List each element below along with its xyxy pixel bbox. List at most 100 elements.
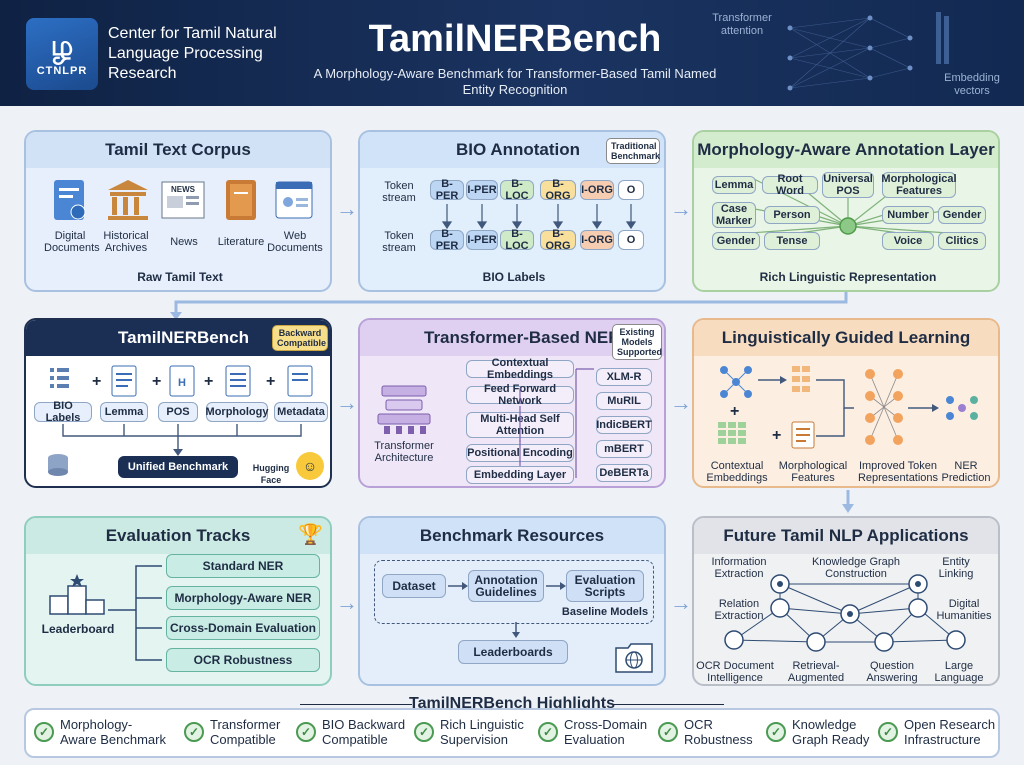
bio-tag-b-org: B-ORG (540, 178, 576, 202)
archive-building-icon (108, 180, 148, 220)
bench-part: Metadata (274, 402, 328, 422)
check-icon: ✓ (34, 722, 54, 742)
flow-arrow-icon: → (336, 390, 358, 415)
future-app: Relation Extraction (714, 598, 764, 622)
bio-tag-b-loc: B-LOC (500, 228, 534, 252)
tner-stack-lines (519, 368, 594, 478)
bio-tag-o: O (618, 180, 644, 200)
model-badge: DeBERTa (596, 464, 652, 482)
morph-feature: Universal POS (822, 172, 874, 198)
check-icon: ✓ (878, 722, 898, 742)
morph-footer: Rich Linguistic Representation (759, 270, 937, 284)
bio-tag-i-per: I-PER (466, 230, 498, 250)
highlight-item: ✓Knowledge Graph Ready (766, 712, 876, 752)
attention-network-graphic (787, 12, 949, 91)
embedding-grid-icon (718, 422, 746, 444)
morph-feature: Gender (938, 206, 986, 224)
morph-feature: Tense (764, 232, 820, 250)
bio-tag-i-per: I-PER (466, 180, 498, 200)
flow-arrow-icon: → (670, 196, 692, 221)
corpus-source-label: Web Documents (267, 230, 323, 254)
future-app: OCR Document Intelligence (696, 660, 774, 684)
eval-title: Evaluation Tracks (26, 518, 330, 554)
tamil-text-corpus-card: Tamil Text Corpus NEWS Digital Documents… (24, 130, 332, 292)
model-badge: MuRIL (596, 392, 652, 410)
highlight-item: ✓Morphology-Aware Benchmark (34, 712, 168, 752)
corpus-source-label: News (170, 236, 198, 248)
features-doc-icon (791, 421, 815, 449)
future-app: Knowledge Graph Construction (811, 556, 901, 580)
future-app: Digital Humanities (936, 598, 992, 622)
transformer-attention-label: Transformer attention (712, 12, 772, 37)
bench-merge-lines (62, 424, 302, 456)
transformer-ner-card: Transformer-Based NER Existing Models Su… (358, 318, 666, 488)
lgl-diagram: + + (718, 366, 978, 449)
linguistically-guided-learning-card: Linguistically Guided Learning + + Conte… (692, 318, 1000, 488)
resource-step: Dataset (382, 574, 446, 598)
bio-tag-b-per: B-PER (430, 178, 464, 202)
token-stream-label: Token stream (382, 230, 416, 254)
corpus-footer: Raw Tamil Text (137, 270, 223, 284)
book-icon (226, 180, 256, 220)
hub-node (839, 217, 857, 235)
future-app: Retrieval-Augmented Generation (787, 660, 845, 684)
morph-feature: Number (882, 206, 934, 224)
morphology-doc-icon (225, 365, 251, 397)
res-title: Benchmark Resources (360, 518, 664, 554)
future-app: Large Language Models (934, 660, 984, 684)
highlight-item: ✓Transformer Compatible (184, 712, 292, 752)
metadata-doc-icon (287, 365, 313, 397)
resource-step: Evaluation Scripts (566, 570, 644, 602)
resource-arrows (448, 582, 566, 590)
lgl-title: Linguistically Guided Learning (694, 320, 998, 356)
morph-feature: Gender (712, 232, 760, 250)
bio-annotation-card: BIO Annotation Traditional Benchmark Tok… (358, 130, 666, 292)
morph-feature: Morphological Features (881, 172, 957, 198)
future-applications-card: Future Tamil NLP Applications Informatio… (692, 516, 1000, 686)
unified-benchmark: Unified Benchmark (118, 456, 238, 478)
down-arrow-icon (512, 622, 520, 638)
logo-abbr: CTNLPR (36, 65, 88, 77)
model-badge: IndicBERT (596, 416, 652, 434)
flow-arrow-icon: → (670, 390, 692, 415)
flow-arrow-icon: → (336, 590, 358, 615)
leaderboards-button: Leaderboards (458, 640, 568, 664)
highlights-title: TamilNERBench Highlights (409, 695, 615, 712)
morph-feature: Voice (882, 232, 934, 250)
morph-feature: Person (764, 206, 820, 224)
transformer-stack-icon (377, 385, 431, 434)
check-icon: ✓ (538, 722, 558, 742)
lgl-item: Contextual Embeddings (706, 460, 768, 484)
token-stream-label: Token stream (382, 180, 416, 204)
page-subtitle: A Morphology-Aware Benchmark for Transfo… (313, 66, 717, 97)
tner-layer: Embedding Layer (466, 466, 574, 484)
divider (300, 704, 412, 705)
check-icon: ✓ (414, 722, 434, 742)
bench-part: Morphology (206, 402, 268, 422)
existing-models-badge: Existing Models Supported (612, 324, 662, 360)
bio-tag-i-org: I-ORG (580, 230, 614, 250)
bench-part-icons: + + H + + (50, 365, 313, 397)
svg-text:+: + (730, 403, 739, 420)
check-icon: ✓ (766, 722, 786, 742)
divider (612, 704, 724, 705)
model-badge: XLM-R (596, 368, 652, 386)
bio-tag-b-per: B-PER (430, 228, 464, 252)
down-arrow-icon (842, 490, 854, 513)
lgl-item: NER Prediction (941, 460, 991, 484)
bench-part: Lemma (100, 402, 148, 422)
svg-text:+: + (204, 373, 213, 390)
svg-text:NEWS: NEWS (171, 185, 196, 194)
morph-feature: Clitics (938, 232, 986, 250)
embedding-vectors-label: Embedding vectors (944, 72, 1000, 97)
improved-representation-icon (869, 373, 899, 441)
org-name: Center for Tamil Natural Language Proces… (108, 25, 277, 82)
digital-documents-icon (54, 180, 86, 220)
leaderboard-label: Leaderboard (41, 622, 115, 636)
baseline-models-label: Baseline Models (561, 606, 649, 618)
future-app: Information Extraction (711, 556, 767, 580)
corpus-title: Tamil Text Corpus (26, 132, 330, 168)
future-app: Question Answering (866, 660, 918, 684)
model-badge: mBERT (596, 440, 652, 458)
highlight-item: ✓Cross-Domain Evaluation (538, 712, 648, 752)
